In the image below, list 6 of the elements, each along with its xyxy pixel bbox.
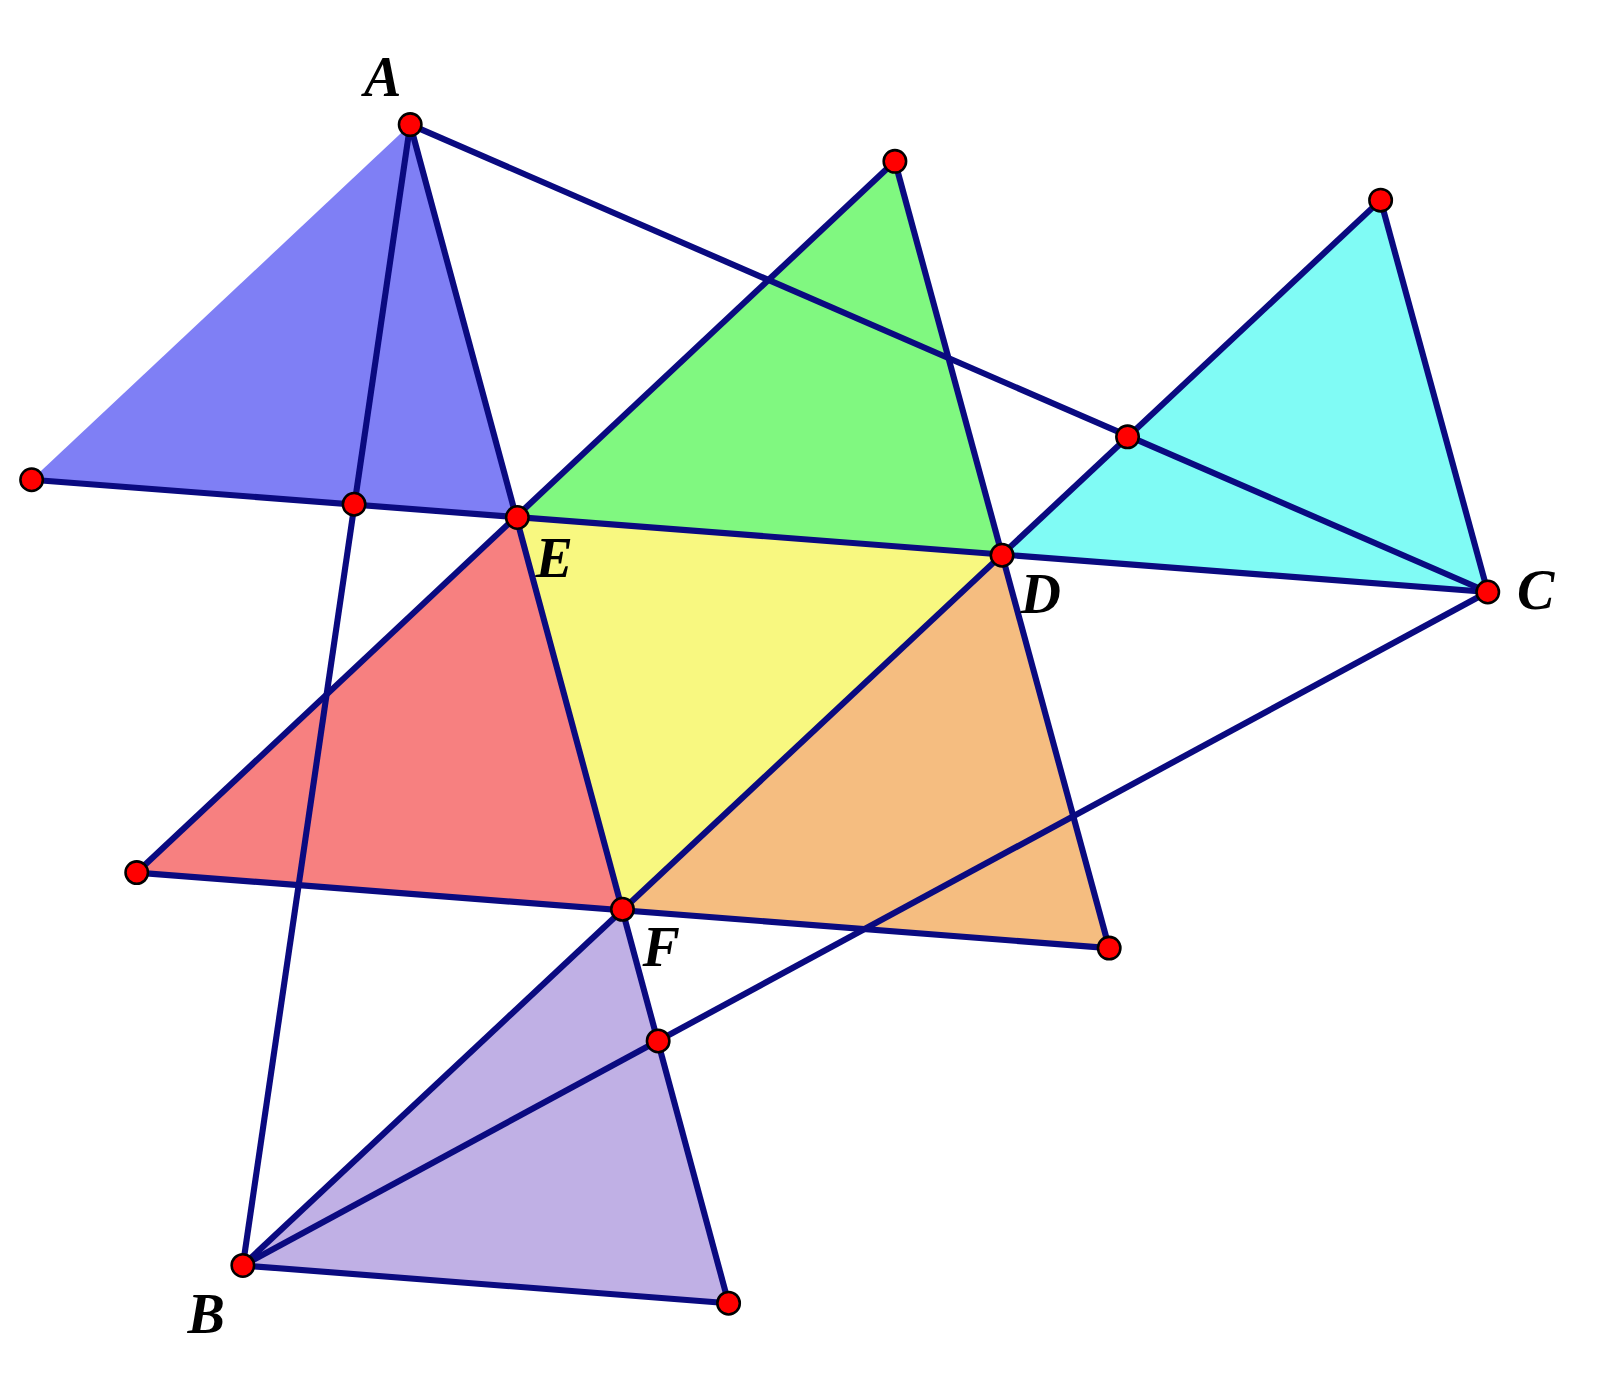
point-label: C <box>1517 561 1555 618</box>
point-label: E <box>535 530 573 587</box>
point-label: A <box>363 48 402 105</box>
point-label: B <box>187 1286 225 1343</box>
point-label: F <box>642 918 680 975</box>
point-label: D <box>1020 565 1062 622</box>
